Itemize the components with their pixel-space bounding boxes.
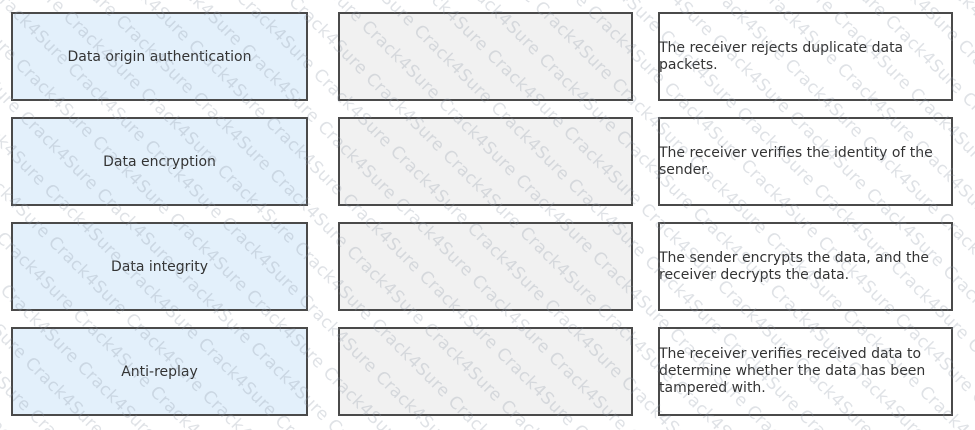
description-2: The receiver verifies the identity of th… <box>658 117 953 206</box>
term-label: Data integrity <box>110 258 209 275</box>
term-data-encryption[interactable]: Data encryption <box>11 117 308 206</box>
term-anti-replay[interactable]: Anti-replay <box>11 327 308 416</box>
drop-slot-4[interactable] <box>338 327 633 416</box>
description-text: The receiver rejects duplicate data pack… <box>659 39 904 73</box>
term-data-origin-authentication[interactable]: Data origin authentication <box>11 12 308 101</box>
term-data-integrity[interactable]: Data integrity <box>11 222 308 311</box>
drop-slot-3[interactable] <box>338 222 633 311</box>
term-label: Data origin authentication <box>67 48 252 65</box>
drop-slot-2[interactable] <box>338 117 633 206</box>
description-text: The receiver verifies the identity of th… <box>659 144 933 178</box>
description-3: The sender encrypts the data, and the re… <box>658 222 953 311</box>
description-1: The receiver rejects duplicate data pack… <box>658 12 953 101</box>
description-4: The receiver verifies received data to d… <box>658 327 953 416</box>
description-text: The sender encrypts the data, and the re… <box>659 249 929 283</box>
term-label: Anti-replay <box>121 363 198 380</box>
drop-slot-1[interactable] <box>338 12 633 101</box>
description-text: The receiver verifies received data to d… <box>659 346 926 396</box>
term-label: Data encryption <box>103 153 216 170</box>
